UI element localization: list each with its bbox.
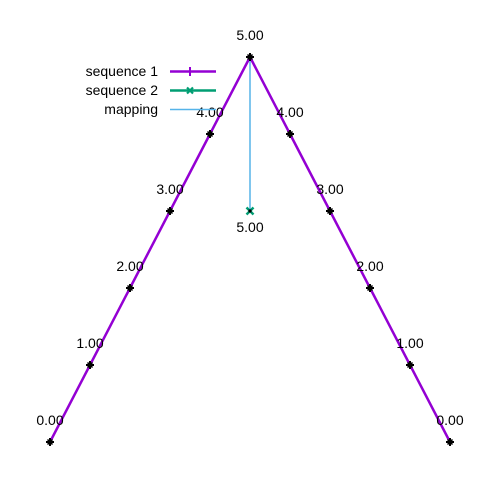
sequence-1-point-0-d2: [46, 438, 54, 446]
legend: sequence 1 sequence 2 mapping: [60, 62, 220, 119]
sequence-1-label-8: 2.00: [356, 258, 383, 274]
sequence-1-point-2: [126, 284, 134, 292]
sequence-1-point-10: [446, 438, 454, 446]
sequence-1-label-4: 4.00: [196, 104, 223, 120]
sequence-1-point-6: [286, 130, 294, 138]
legend-entry-mapping: mapping: [60, 100, 220, 119]
sequence-1-point-5: [246, 53, 254, 61]
sequence-1-label-6: 4.00: [276, 104, 303, 120]
sequence-1-point-3-d2: [166, 207, 174, 215]
legend-label-sequence-2: sequence 2: [85, 82, 158, 98]
sequence-1-label-2: 2.00: [116, 258, 143, 274]
sequence-1-point-10-d2: [446, 438, 454, 446]
legend-entry-sequence-1: sequence 1: [60, 62, 220, 81]
sequence-1-point-4-d2: [206, 130, 214, 138]
sequence-1-point-3: [166, 207, 174, 215]
legend-label-mapping: mapping: [104, 101, 158, 117]
legend-swatch-mapping: [170, 108, 216, 111]
sequence-1-label-3: 3.00: [156, 181, 183, 197]
sequence-1-point-2-d2: [126, 284, 134, 292]
sequence-2-label-0: 5.00: [236, 219, 263, 235]
sequence-2-point-0: [245, 206, 255, 216]
sequence-1-label-1: 1.00: [76, 335, 103, 351]
sequence-1-point-9-d2: [406, 361, 414, 369]
sequence-1-label-0: 0.00: [36, 412, 63, 428]
sequence-1-point-7: [326, 207, 334, 215]
sequence-1-point-6-d2: [286, 130, 294, 138]
sequence-1-point-7-d2: [326, 207, 334, 215]
sequence-1-label-7: 3.00: [316, 181, 343, 197]
sequence-1-point-4: [206, 130, 214, 138]
legend-entry-sequence-2: sequence 2: [60, 81, 220, 100]
legend-swatch-sequence-2: [170, 86, 216, 95]
sequence-2-point-0-core: [248, 209, 252, 213]
sequence-1-point-1-d2: [86, 361, 94, 369]
sequence-1-point-5-d2: [246, 53, 254, 61]
legend-swatch-sequence-1: [170, 67, 216, 76]
sequence-1-point-1: [86, 361, 94, 369]
sequence-1-point-8-d2: [366, 284, 374, 292]
sequence-1-point-9: [406, 361, 414, 369]
sequence-1-point-0: [46, 438, 54, 446]
legend-label-sequence-1: sequence 1: [85, 63, 158, 79]
sequence-1-label-5: 5.00: [236, 27, 263, 43]
sequence-1-label-9: 1.00: [396, 335, 423, 351]
sequence-1-label-10: 0.00: [436, 412, 463, 428]
sequence-1-point-8: [366, 284, 374, 292]
